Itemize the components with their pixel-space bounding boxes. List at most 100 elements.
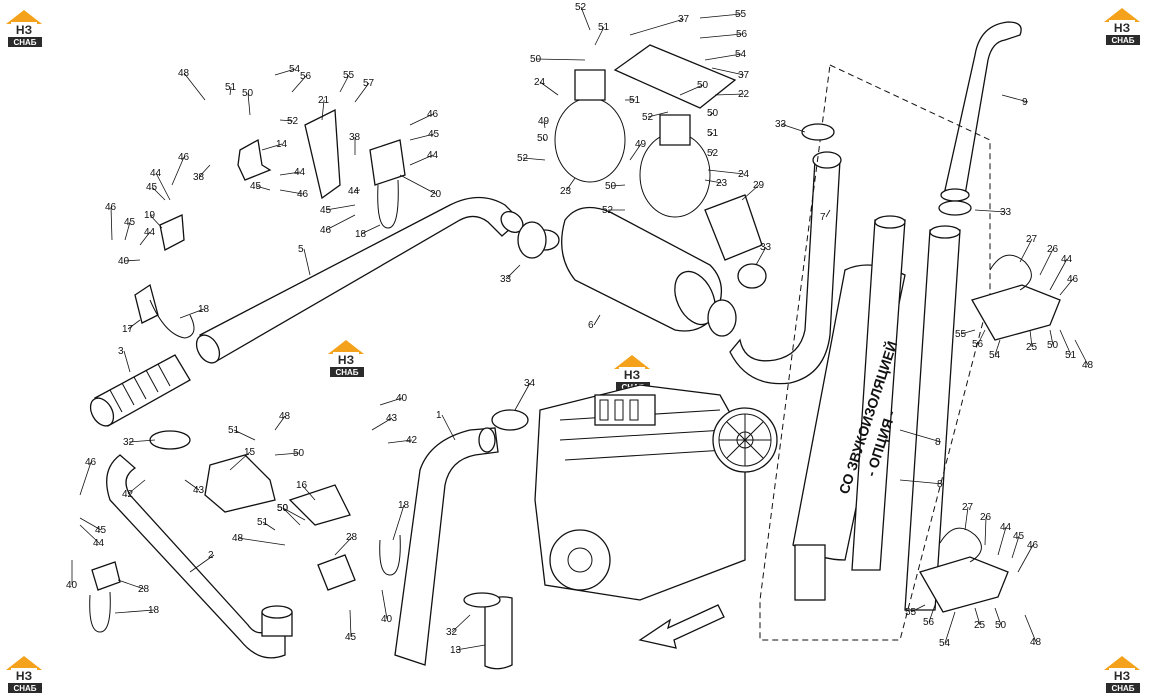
- leader-line: [580, 6, 591, 31]
- part-label: 8: [899, 479, 944, 490]
- leader-line: [127, 319, 141, 330]
- leader-line: [274, 68, 296, 76]
- leader-line: [1049, 258, 1068, 291]
- part-label: 48: [1024, 614, 1042, 648]
- part-number: 24: [738, 169, 750, 180]
- part-label: 16: [296, 480, 316, 501]
- leader-line: [114, 609, 155, 614]
- part-label: 7: [820, 209, 831, 223]
- leader-line: [392, 504, 405, 541]
- part-number: 27: [962, 502, 974, 513]
- bracket-21: [304, 108, 341, 200]
- part-number: 48: [178, 68, 190, 79]
- part-label: 44: [348, 186, 361, 197]
- leader-line: [381, 589, 388, 620]
- part-label: 45: [146, 182, 166, 201]
- leader-line: [964, 506, 969, 531]
- part-number: 44: [294, 167, 306, 178]
- leader-line: [334, 536, 353, 556]
- leader-line: [755, 246, 767, 266]
- part-label: 15: [229, 447, 256, 471]
- part-label: 50: [274, 448, 305, 459]
- part-label: 13: [450, 644, 486, 656]
- part-label: 42: [387, 435, 418, 446]
- leader-line: [704, 53, 742, 61]
- u-bolt-18-top: [377, 179, 399, 229]
- part-label: 33: [500, 264, 521, 285]
- part-number: 43: [386, 413, 398, 424]
- part-label: 46: [1059, 274, 1079, 296]
- bracket-20: [369, 139, 406, 186]
- part-number: 3: [118, 346, 124, 357]
- leader-line: [79, 517, 102, 531]
- leader-line: [123, 350, 131, 373]
- part-number: 54: [989, 350, 1001, 361]
- part-number: 50: [277, 503, 289, 514]
- engine-fan: [712, 407, 778, 473]
- part-number: 51: [1065, 350, 1077, 361]
- part-label: 56: [972, 329, 986, 350]
- part-label: 46: [105, 202, 117, 241]
- leader-line: [1049, 329, 1054, 346]
- part-label: 50: [994, 607, 1007, 631]
- part-number: 34: [524, 378, 536, 389]
- part-number: 46: [297, 189, 309, 200]
- leader-line: [303, 248, 311, 276]
- leader-line: [255, 185, 271, 191]
- part-number: 5: [298, 244, 304, 255]
- part-number: 45: [146, 182, 158, 193]
- part-label: 2: [189, 550, 215, 573]
- leader-line: [1059, 329, 1072, 356]
- part-label: 43: [371, 413, 398, 431]
- sleeve-13: [463, 592, 513, 670]
- part-number: 28: [346, 532, 358, 543]
- part-number: 55: [735, 9, 747, 20]
- leader-line: [321, 99, 325, 121]
- leader-line: [274, 415, 286, 431]
- part-number: 27: [1026, 234, 1038, 245]
- part-label: 55: [339, 70, 355, 93]
- part-label: 49: [538, 116, 550, 129]
- part-label: 33: [775, 119, 806, 133]
- part-label: 49: [629, 139, 647, 161]
- part-label: 18: [179, 304, 210, 319]
- part-number: 46: [1027, 540, 1039, 551]
- leader-line: [279, 171, 301, 176]
- part-number: 55: [343, 70, 355, 81]
- part-number: 23: [716, 178, 728, 189]
- part-number: 45: [124, 217, 136, 228]
- part-number: 40: [381, 614, 393, 625]
- part-label: 50: [530, 54, 586, 65]
- mount-25-upper: [971, 254, 1061, 341]
- part-label: 26: [980, 512, 992, 546]
- muffler-6: [530, 206, 722, 332]
- part-number: 46: [105, 202, 117, 213]
- part-label: 51: [594, 22, 610, 46]
- part-number: 40: [118, 256, 130, 267]
- leader-line: [543, 120, 546, 129]
- part-label: 55: [699, 9, 747, 20]
- part-number: 17: [122, 324, 134, 335]
- part-number: 54: [289, 64, 301, 75]
- part-label: 44: [1049, 254, 1073, 291]
- part-number: 51: [257, 517, 269, 528]
- part-number: 37: [678, 14, 690, 25]
- leader-line: [274, 452, 300, 456]
- part-label: 44: [279, 167, 306, 178]
- leader-line: [354, 82, 370, 103]
- part-number: 56: [736, 29, 748, 40]
- part-number: 44: [1061, 254, 1073, 265]
- logo-mark: НЗ: [1114, 21, 1130, 35]
- part-number: 8: [935, 437, 941, 448]
- part-number-labels: 1235678891314151617181818181920212223232…: [66, 2, 1094, 656]
- leader-line: [711, 67, 745, 76]
- part-number: 50: [293, 448, 305, 459]
- part-label: 48: [232, 533, 286, 546]
- leader-line: [151, 186, 166, 201]
- part-number: 52: [287, 116, 299, 127]
- leader-line: [198, 164, 211, 178]
- part-label: 25: [1026, 329, 1038, 353]
- clamp-17: [134, 283, 195, 339]
- leader-line: [179, 308, 205, 319]
- part-label: 38: [349, 132, 361, 155]
